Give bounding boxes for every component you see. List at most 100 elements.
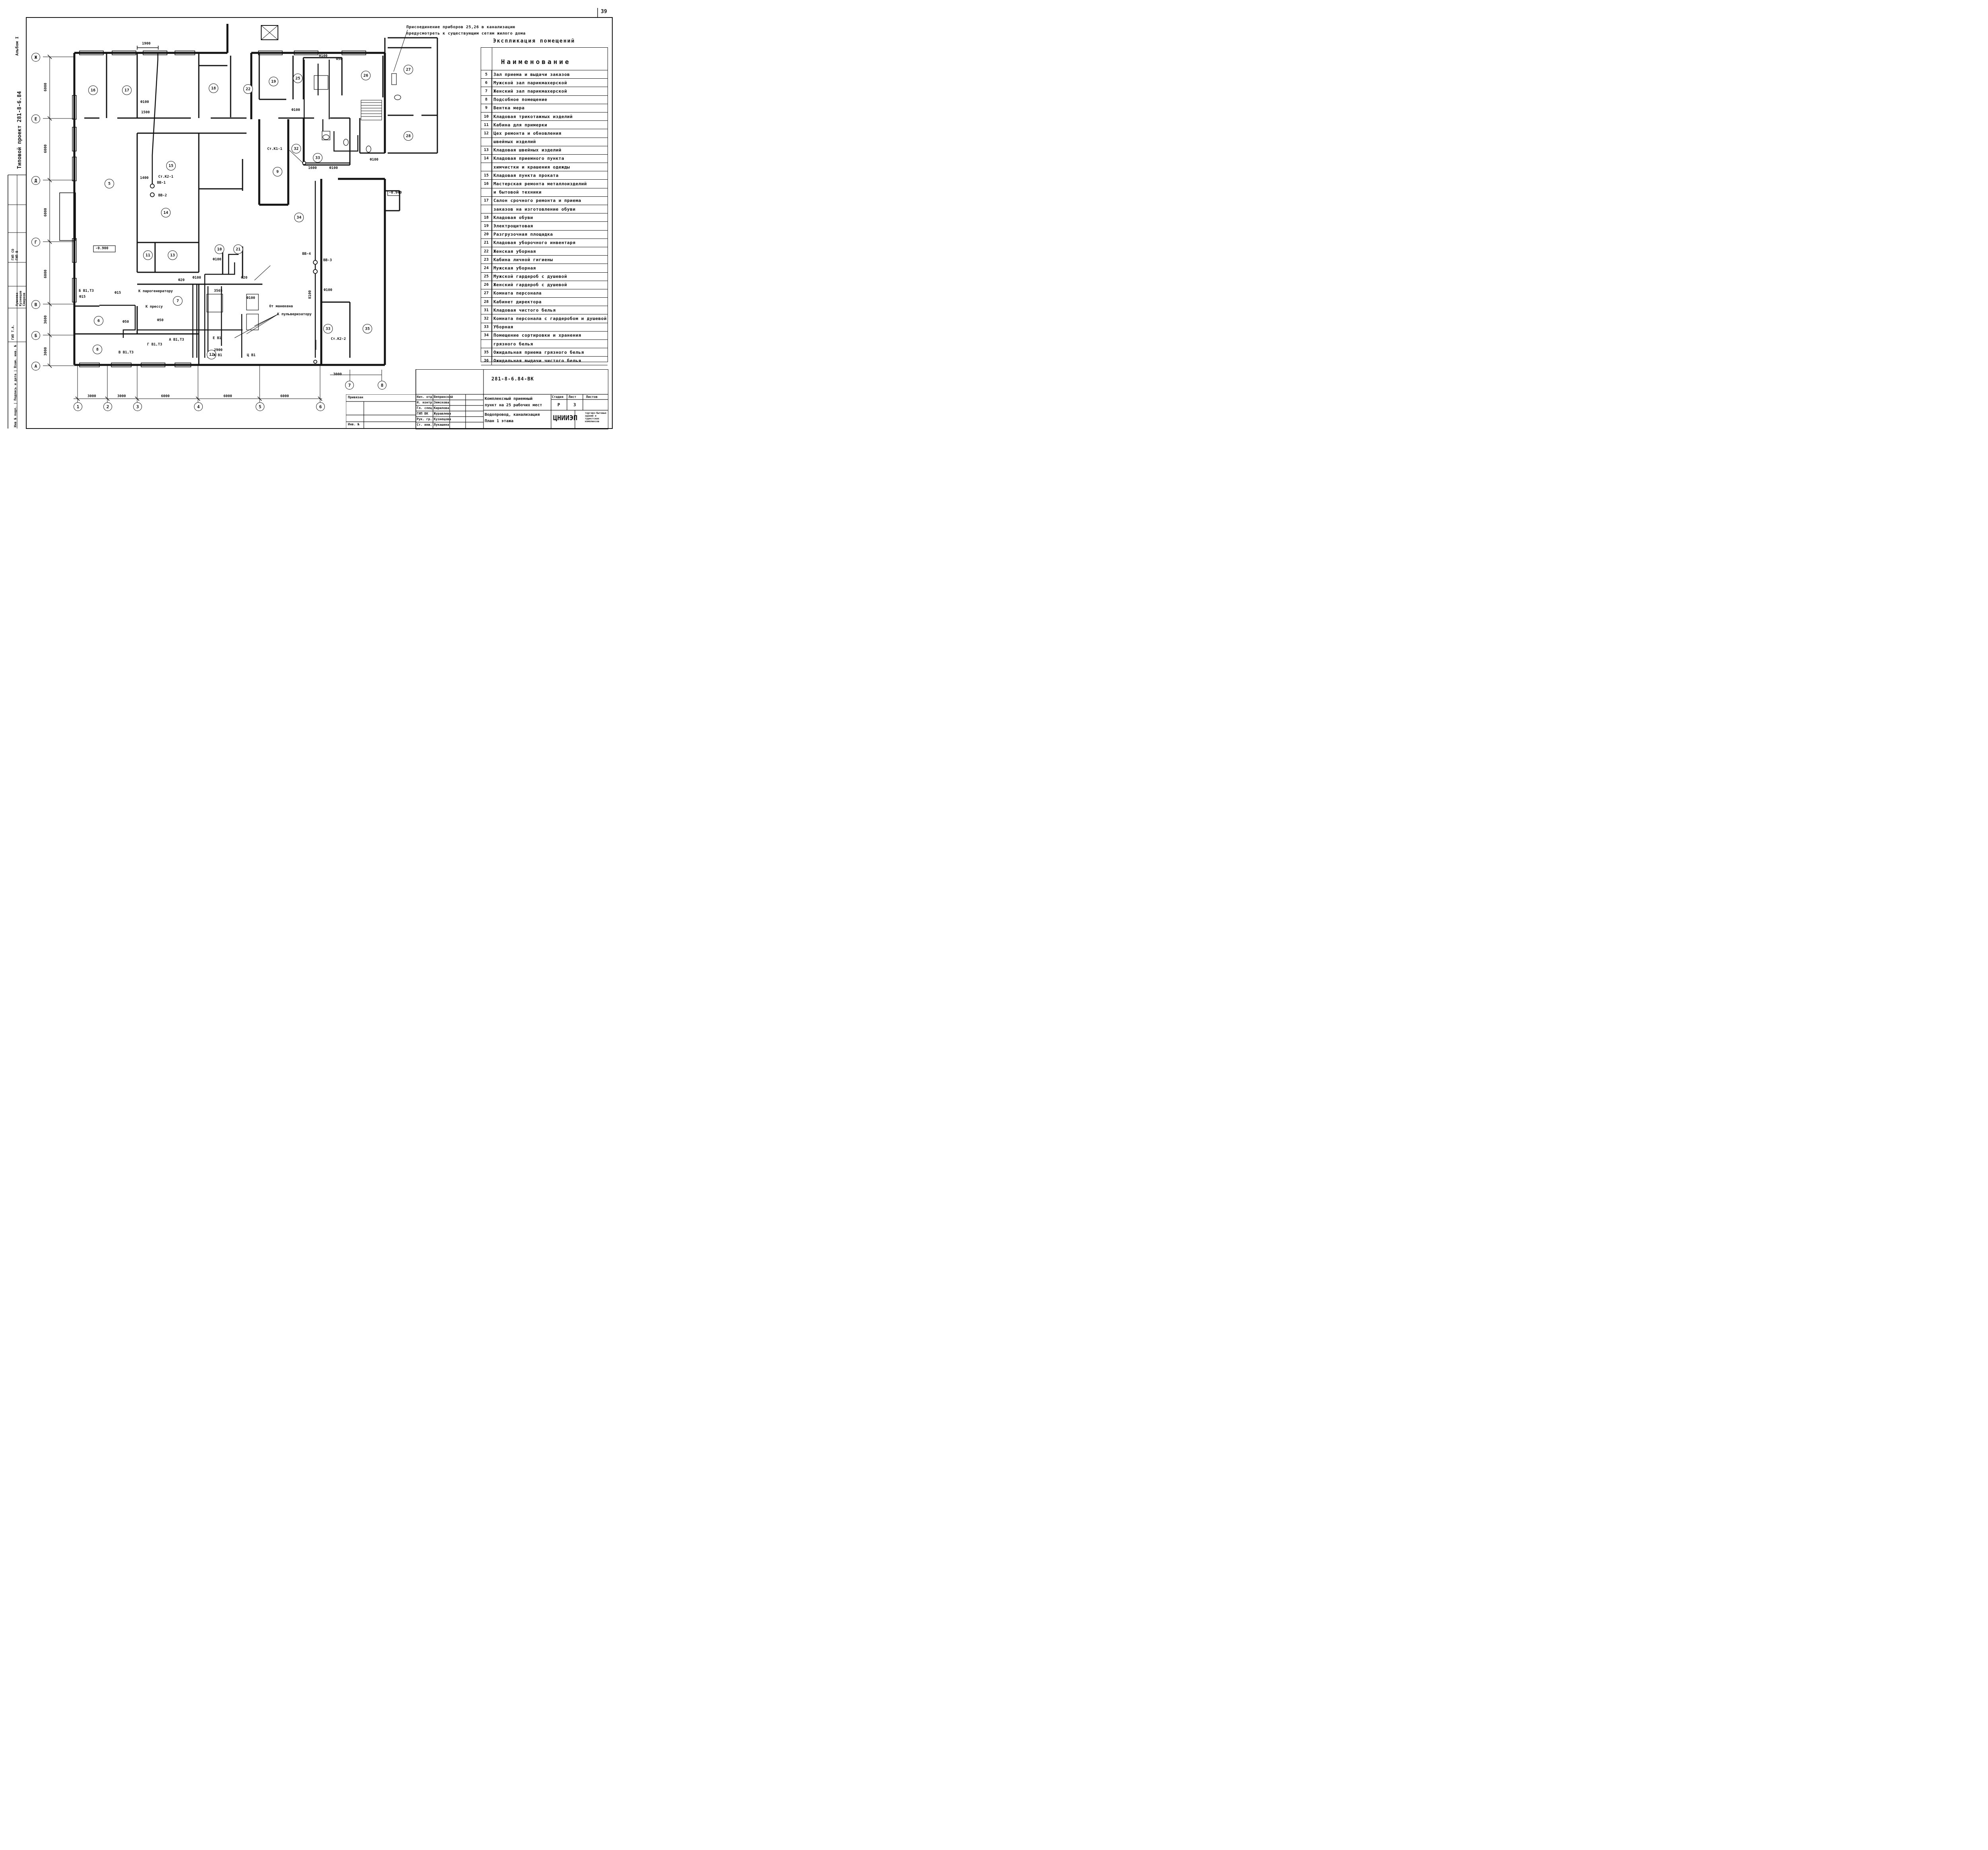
row-axis-tag: А xyxy=(31,362,40,370)
title-block-grid xyxy=(416,370,608,429)
title-line-3: Водопровод, канализация xyxy=(485,413,540,417)
title-block: 281-8-6.84-ВК Комплексный приемный пункт… xyxy=(415,369,608,429)
room-number-tag: 26 xyxy=(361,71,371,80)
dim-1400: 1400 xyxy=(140,176,149,180)
legend-row-name: Электрощитовая xyxy=(493,223,533,229)
legend-row-number: 35 xyxy=(481,348,492,357)
dim-col-2: 3000 xyxy=(117,394,126,398)
room-number-tag: 5 xyxy=(105,179,114,188)
sheet-value: 3 xyxy=(573,402,576,407)
legend-row-name: Вентка мера xyxy=(493,105,525,111)
legend-row-name: Уборная xyxy=(493,324,513,330)
stage-header: Стадия xyxy=(552,395,563,399)
sheets-header: Листов xyxy=(586,395,598,399)
note-line-2: предусмотреть к существующим сетям жилог… xyxy=(406,31,526,36)
room-number-tag: 32 xyxy=(291,144,301,153)
room-number-tag: 21 xyxy=(233,244,243,254)
stamp-name: Кузнецова xyxy=(434,417,451,421)
legend-row-name: Комната персонала xyxy=(493,291,542,296)
column-axis-tag: 2 xyxy=(103,402,112,411)
floor-plan-graphic xyxy=(8,8,613,429)
legend-row-number xyxy=(481,340,492,348)
dim-row-1: 6000 xyxy=(44,83,48,91)
room-number-tag: 33 xyxy=(313,153,322,163)
pipe-f15-b: Ф15 xyxy=(79,295,86,299)
dim-row-2: 6000 xyxy=(44,144,48,153)
legend-row-number: 18 xyxy=(481,213,492,222)
legend-row-number: 33 xyxy=(481,323,492,331)
pipe-v-v1t3: В В1,Т3 xyxy=(118,351,134,355)
legend-row: швейных изделий xyxy=(481,138,608,146)
dim-row-3: 6000 xyxy=(44,208,48,217)
to-sprayer: К пульверизатору xyxy=(277,312,312,316)
from-mannequin: От манекена xyxy=(269,304,293,308)
pipe-f15-a: Ф15 xyxy=(115,291,121,295)
pipe-stk1-1: Ст.К1-1 xyxy=(267,147,282,151)
legend-row-number: 14 xyxy=(481,154,492,163)
pipe-f20-b: Ф20 xyxy=(241,276,248,280)
pipe-f100-d: Ф100 xyxy=(329,166,338,170)
legend-row-number: 7 xyxy=(481,87,492,95)
column-axis-tag: 8 xyxy=(378,381,386,390)
dim-row-6: 3000 xyxy=(44,347,48,356)
legend-row-number: 36 xyxy=(481,357,492,365)
dim-col-3: 6000 xyxy=(161,394,170,398)
legend-row-number: 28 xyxy=(481,298,492,306)
legend-row: грязного белья xyxy=(481,340,608,349)
legend-row-number: 9 xyxy=(481,104,492,112)
level-mark-2: -0.940 xyxy=(389,191,402,195)
room-number-tag: 16 xyxy=(88,85,98,95)
sheet-number: 39 xyxy=(601,9,607,15)
legend-row-name: Кладовая швейных изделий xyxy=(493,147,561,153)
room-number-tag: 35 xyxy=(363,324,372,334)
legend-row-number: 12 xyxy=(481,129,492,138)
legend-row-number: 8 xyxy=(481,95,492,104)
legend-row-name: Кладовая приемного пункта xyxy=(493,156,565,161)
dim-col-1: 3000 xyxy=(87,394,96,398)
pipe-a-v1t3: А В1,Т3 xyxy=(169,338,184,342)
legend-row-number: 32 xyxy=(481,314,492,323)
legend-row-name: Кабина личной гигиены xyxy=(493,257,553,262)
dim-1600: 1600 xyxy=(308,166,317,170)
room-number-tag: 14 xyxy=(161,208,171,217)
room-number-tag: 15 xyxy=(166,161,176,171)
org-name: ЦНИИЭП xyxy=(553,414,578,422)
album-label: Альбом I xyxy=(15,36,19,56)
column-axis-tag: 4 xyxy=(194,402,203,411)
legend-row-name: Зал приема и выдачи заказов xyxy=(493,72,570,77)
legend-row: заказов на изготовление обуви xyxy=(481,205,608,214)
legend-row-number: 20 xyxy=(481,230,492,239)
stage-value: Р xyxy=(557,402,560,407)
room-number-tag: 13 xyxy=(168,250,177,260)
column-axis-tag: 7 xyxy=(345,381,354,390)
legend-row-number xyxy=(481,205,492,213)
title-line-4: План 1 этажа xyxy=(485,419,514,423)
title-line-2: пункт на 25 рабочих мест xyxy=(485,403,542,407)
stamp-name: Земскова xyxy=(434,401,449,404)
room-number-tag: 10 xyxy=(215,244,224,254)
legend-row-number: 13 xyxy=(481,146,492,154)
pipe-f100-c: Ф100 xyxy=(291,108,300,112)
room-number-tag: 25 xyxy=(293,74,303,83)
stamp-name: Лукашина xyxy=(434,423,449,427)
legend-row-number: 11 xyxy=(481,121,492,129)
legend-row-number: 25 xyxy=(481,272,492,281)
stamp-role: Гл. спец. xyxy=(417,406,434,410)
